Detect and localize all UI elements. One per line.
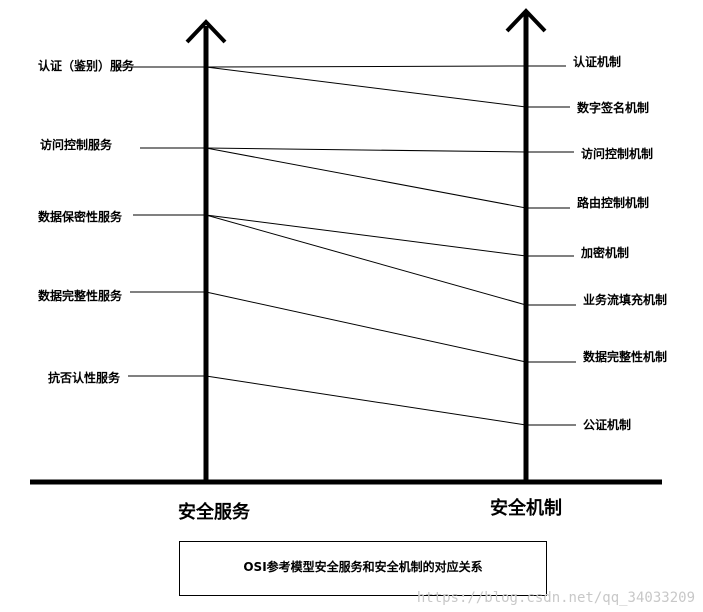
- mapping-edge: [205, 375, 527, 426]
- mapping-edge: [205, 65, 527, 68]
- mechanism-label-integrity: 数据完整性机制: [583, 350, 668, 364]
- service-label-auth: 认证（鉴别）服务: [38, 59, 135, 73]
- mechanism-label-auth: 认证机制: [573, 55, 622, 69]
- mapping-edge: [205, 147, 527, 209]
- watermark: https://blog.csdn.net/qq_34033209: [416, 590, 695, 606]
- caption-text: OSI参考模型安全服务和安全机制的对应关系: [243, 560, 483, 574]
- mechanism-label-routing: 路由控制机制: [577, 196, 650, 210]
- left-axis-label: 安全服务: [178, 502, 250, 523]
- mapping-edge: [205, 147, 527, 153]
- service-label-nonrepudiation: 抗否认性服务: [48, 371, 121, 385]
- service-label-access: 访问控制服务: [40, 138, 113, 152]
- mechanism-label-traffic-padding: 业务流填充机制: [583, 293, 668, 307]
- left-axis-arrow-icon: [185, 19, 227, 44]
- service-label-confidentiality: 数据保密性服务: [38, 210, 123, 224]
- right-axis-label: 安全机制: [490, 498, 562, 519]
- right-axis-arrow-icon: [505, 8, 547, 33]
- mapping-edge: [205, 214, 527, 306]
- mechanism-label-signature: 数字签名机制: [577, 101, 650, 115]
- mapping-edge: [205, 214, 527, 257]
- caption-box: OSI参考模型安全服务和安全机制的对应关系: [179, 541, 547, 596]
- mapping-edge: [205, 291, 527, 363]
- mechanism-label-access: 访问控制机制: [581, 147, 654, 161]
- mechanism-label-notarization: 公证机制: [583, 418, 632, 432]
- mapping-edge: [205, 66, 527, 108]
- mechanism-label-encryption: 加密机制: [581, 246, 630, 260]
- service-label-integrity: 数据完整性服务: [38, 289, 123, 303]
